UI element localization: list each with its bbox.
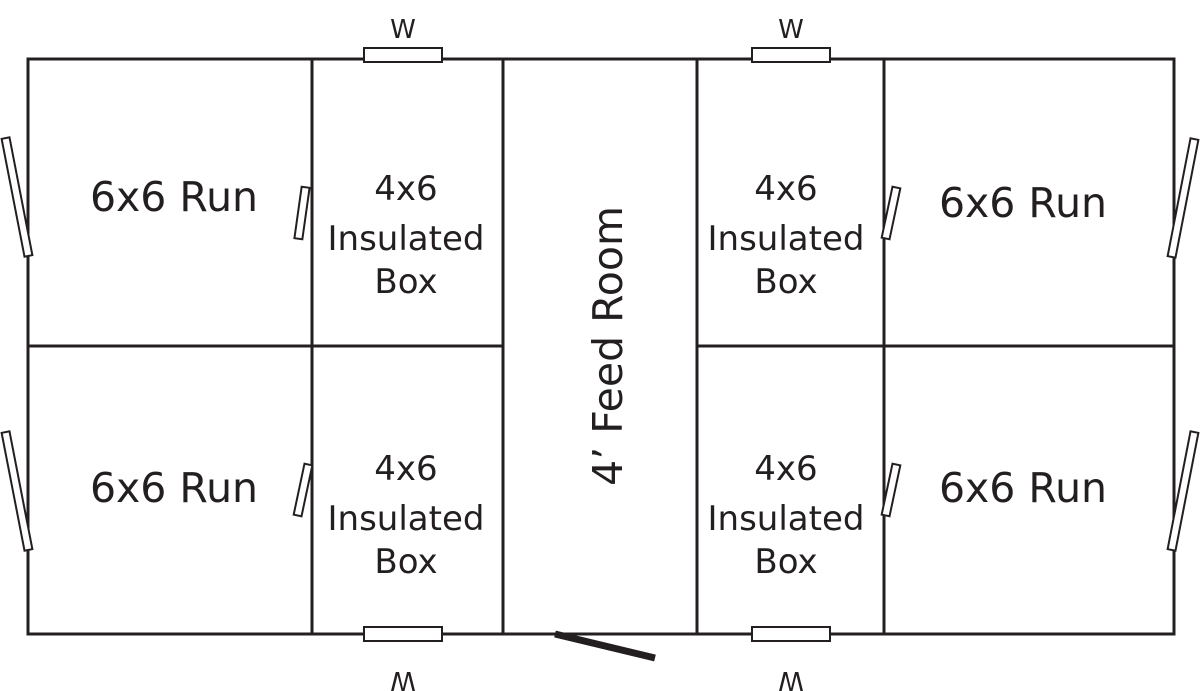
box-word-top-right: Box	[754, 262, 817, 302]
run-label-bottom-right: 6x6 Run	[939, 464, 1107, 512]
window-marker-bottom-left: W	[390, 665, 416, 691]
box-type-bottom-right: Insulated	[708, 499, 865, 539]
window-marker-bottom-right: W	[778, 665, 804, 691]
box-type-bottom-left: Insulated	[328, 499, 485, 539]
box-size-bottom-right: 4x6	[754, 449, 817, 489]
run-door-left-bottom	[0, 430, 34, 552]
box-size-top-right: 4x6	[754, 169, 817, 209]
box-word-top-left: Box	[374, 262, 437, 302]
box-size-bottom-left: 4x6	[374, 449, 437, 489]
run-label-bottom-left: 6x6 Run	[90, 464, 258, 512]
window-marker-top-right: W	[778, 15, 804, 45]
window-top-left	[363, 47, 443, 63]
box-size-top-left: 4x6	[374, 169, 437, 209]
run-door-left-top	[0, 136, 34, 258]
box-word-bottom-left: Box	[374, 542, 437, 582]
box-word-bottom-right: Box	[754, 542, 817, 582]
box-door-left-top	[293, 185, 311, 241]
window-bottom-left	[363, 626, 443, 642]
feed-room-door	[554, 630, 656, 662]
box-door-left-bottom	[292, 462, 314, 518]
window-marker-top-left: W	[390, 15, 416, 45]
box-door-right-top	[880, 185, 902, 241]
run-label-top-right: 6x6 Run	[939, 179, 1107, 227]
window-top-right	[751, 47, 831, 63]
box-type-top-right: Insulated	[708, 219, 865, 259]
box-door-right-bottom	[880, 462, 902, 518]
window-bottom-right	[751, 626, 831, 642]
box-type-top-left: Insulated	[328, 219, 485, 259]
feed-room-label: 4’ Feed Room	[584, 206, 632, 486]
run-door-right-top	[1166, 137, 1200, 259]
run-door-right-bottom	[1166, 430, 1200, 552]
run-label-top-left: 6x6 Run	[90, 173, 258, 221]
